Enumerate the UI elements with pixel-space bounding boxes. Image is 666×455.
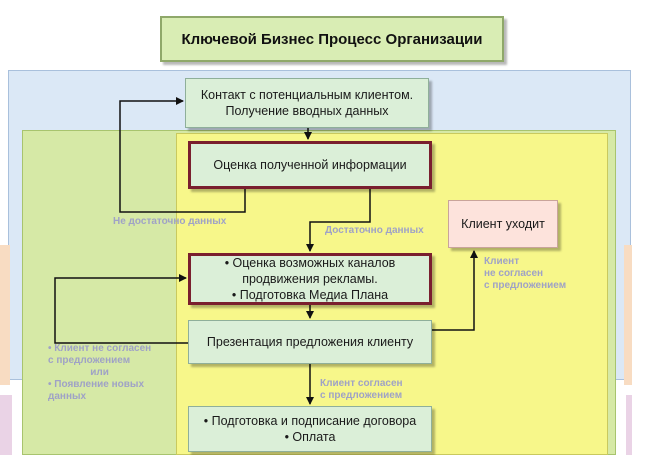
label-text: Достаточно данных [325,225,424,236]
label-text: • Появление новых [48,379,145,390]
step-text-line: Презентация предложения клиенту [206,335,414,349]
swimlane-strip-peach [0,245,10,385]
arrow-enough-data [306,189,371,252]
step-contact-client: Контакт с потенциальным клиентом. Получе… [185,78,429,128]
arrow-to-client-leaves [432,250,478,331]
step-contract-payment: • Подготовка и подписание договора • Опл… [188,406,432,452]
step-text-line: Получение вводных данных [225,104,389,118]
diagram-title: Ключевой Бизнес Процесс Организации [160,16,504,62]
step-assess-information: Оценка полученной информации [188,141,432,189]
label-text: • Клиент не согласен [48,343,152,354]
swimlane-strip-pink [0,395,12,455]
label-client-disagrees: Клиент не согласен с предложением [484,256,566,292]
label-disagree-or-new-data: • Клиент не согласен с предложением или … [48,343,151,403]
step-text-line: • Подготовка Медиа Плана [231,288,389,302]
step-text-line: • Оценка возможных каналов [224,256,396,270]
swimlane-strip-pink-right [626,395,632,455]
step-client-leaves: Клиент уходит [448,200,558,248]
arrow-not-enough-data [119,97,246,213]
label-text: Клиент [484,256,520,267]
label-text: Не достаточно данных [113,216,227,227]
label-text: данных [48,391,87,402]
label-enough-data: Достаточно данных [325,225,424,237]
label-text: или [90,367,109,378]
label-text: с предложением [320,390,403,401]
label-text: Клиент согласен [320,378,403,389]
step-text-line: Клиент уходит [461,217,545,231]
label-text: не согласен [484,268,544,279]
label-client-agrees: Клиент согласен с предложением [320,378,403,402]
label-text: с предложением [48,355,131,366]
step-text-line: • Подготовка и подписание договора [203,414,417,428]
step-channels-media-plan: • Оценка возможных каналов продвижения р… [188,253,432,305]
step-text-line: Контакт с потенциальным клиентом. [200,88,414,102]
swimlane-strip-peach-right [624,245,632,385]
label-text: с предложением [484,280,567,291]
step-text-line: Оценка полученной информации [213,158,407,172]
arrow-back-to-channels [54,274,188,344]
label-not-enough-data: Не достаточно данных [113,216,226,228]
step-text-line: продвижения рекламы. [242,272,378,286]
step-present-offer: Презентация предложения клиенту [188,320,432,364]
step-text-line: • Оплата [284,430,336,444]
